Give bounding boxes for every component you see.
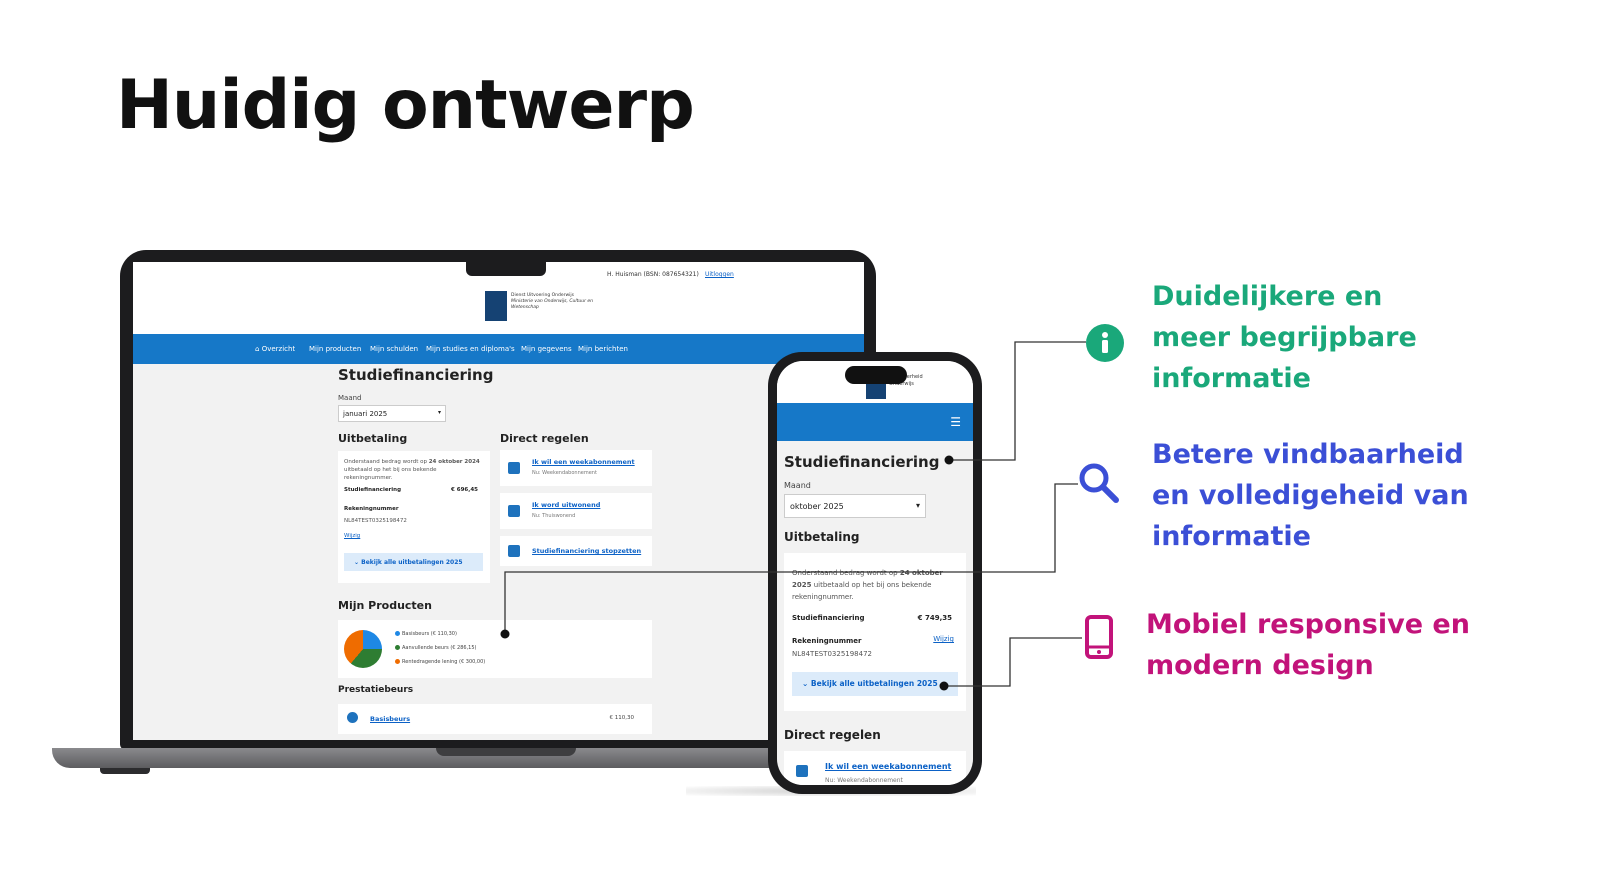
caret-down-icon: ▾ (915, 501, 920, 510)
chevron-down-icon: ⌄ (354, 559, 360, 566)
phone-dynamic-island (845, 366, 907, 384)
performance-heading: Prestatiebeurs (338, 685, 414, 695)
hamburger-menu-icon[interactable]: ☰ (950, 415, 961, 429)
month-label: Maand (338, 394, 362, 402)
train-icon (796, 765, 808, 777)
month-select[interactable]: oktober 2025 ▾ (784, 494, 926, 518)
page-title: Studiefinanciering (338, 366, 494, 384)
laptop-main-nav: ⌂ Overzicht Mijn producten Mijn schulden… (133, 334, 864, 364)
connector-dot (500, 629, 510, 639)
callout-findability: Betere vindbaarheid en volledigeheid van… (1152, 439, 1469, 552)
legend-aanvullende-beurs: Aanvullende beurs (€ 286,15) (395, 645, 476, 651)
payout-intro: Onderstaand bedrag wordt op 24 oktober 2… (792, 569, 943, 601)
search-icon (1079, 463, 1119, 503)
products-pie-chart (344, 630, 382, 668)
payout-heading: Uitbetaling (784, 530, 860, 544)
callout-responsive: Mobiel responsive en modern design (1146, 609, 1470, 681)
account-value: NL84TEST0325198472 (792, 650, 872, 658)
train-icon (508, 462, 520, 474)
caret-down-icon: ▾ (437, 409, 441, 416)
info-icon (1086, 324, 1124, 362)
stop-icon (508, 545, 520, 557)
direct-heading: Direct regelen (500, 432, 589, 445)
nav-item-mijn-berichten[interactable]: Mijn berichten (578, 345, 628, 353)
payout-card: Onderstaand bedrag wordt op 24 oktober 2… (338, 451, 490, 583)
direct-item-weekabonnement[interactable]: Ik wil een weekabonnement Nu: Weekendabo… (500, 450, 652, 486)
change-account-link[interactable]: Wijzig (933, 635, 954, 643)
all-payouts-button[interactable]: ⌄ Bekijk alle uitbetalingen 2025 (792, 672, 958, 696)
payout-heading: Uitbetaling (338, 432, 408, 445)
slide-title: Huidig ontwerp (116, 66, 695, 145)
direct-heading: Direct regelen (784, 728, 881, 742)
connector-dot (939, 681, 949, 691)
payout-card: Onderstaand bedrag wordt op 24 oktober 2… (784, 553, 966, 711)
nav-item-mijn-schulden[interactable]: Mijn schulden (370, 345, 419, 353)
laptop-camera-notch (466, 262, 546, 276)
connector-dot (944, 455, 954, 465)
laptop-foot (100, 768, 150, 774)
payout-item-amount: € 749,35 (917, 614, 952, 622)
products-card: Basisbeurs (€ 110,30) Aanvullende beurs … (338, 620, 652, 678)
phone-nav-bar: ☰ (777, 403, 973, 441)
connector-line-responsive (944, 637, 1082, 687)
products-heading: Mijn Producten (338, 599, 432, 612)
legend-rentedragende-lening: Rentedragende lening (€ 300,00) (395, 659, 485, 665)
month-label: Maand (784, 481, 811, 490)
laptop-screen: H. Huisman (BSN: 087654321) Uitloggen Di… (133, 262, 864, 740)
account-value: NL84TEST0325198472 (344, 518, 407, 524)
performance-item[interactable]: Basisbeurs € 110,30 (338, 704, 652, 734)
connector-line-findability (504, 483, 1078, 634)
phone-screen: Rijksoverheid Onderwijs ☰ Studiefinancie… (777, 361, 973, 785)
organisation-name: Dienst Uitvoering Onderwijs Ministerie v… (511, 293, 593, 310)
laptop-logo-bar: Dienst Uitvoering Onderwijs Ministerie v… (133, 284, 864, 334)
logout-link[interactable]: Uitloggen (705, 271, 734, 278)
nav-item-mijn-gegevens[interactable]: Mijn gegevens (521, 345, 572, 353)
laptop-opening-groove (436, 748, 576, 756)
change-account-link[interactable]: Wijzig (344, 533, 361, 539)
payout-item-label: Studiefinanciering (792, 614, 865, 622)
direct-item-uitwonend[interactable]: Ik word uitwonend Nu: Thuiswonend (500, 493, 652, 529)
house-icon (508, 505, 520, 517)
mobile-phone-icon (1085, 615, 1113, 659)
laptop-base (52, 748, 952, 768)
payout-intro: Onderstaand bedrag wordt op 24 oktober 2… (344, 459, 480, 481)
chevron-down-icon: ⌄ (802, 679, 809, 688)
connector-line-clarity (949, 341, 1086, 461)
water-drop-icon (347, 712, 358, 723)
nav-item-overzicht[interactable]: ⌂ Overzicht (255, 345, 296, 353)
account-label: Rekeningnummer (792, 637, 862, 645)
government-crest-logo (485, 291, 507, 321)
month-select[interactable]: januari 2025 ▾ (338, 405, 446, 422)
page-title: Studiefinanciering (784, 453, 940, 471)
payout-item-label: Studiefinanciering (344, 487, 402, 493)
home-icon: ⌂ (255, 345, 260, 353)
nav-item-mijn-producten[interactable]: Mijn producten (309, 345, 362, 353)
payout-item-amount: € 696,45 (451, 487, 478, 493)
callout-clarity: Duidelijkere en meer begrijpbare informa… (1152, 281, 1417, 394)
direct-item-stopzetten[interactable]: Studiefinanciering stopzetten (500, 536, 652, 566)
all-payouts-button[interactable]: ⌄ Bekijk alle uitbetalingen 2025 (344, 553, 483, 571)
nav-item-mijn-studies[interactable]: Mijn studies en diploma's (426, 345, 515, 353)
account-label: Rekeningnummer (344, 506, 399, 512)
user-name: H. Huisman (BSN: 087654321) (607, 271, 699, 278)
legend-basisbeurs: Basisbeurs (€ 110,30) (395, 631, 457, 637)
direct-item-weekabonnement[interactable]: Ik wil een weekabonnement Nu: Weekendabo… (784, 751, 966, 785)
